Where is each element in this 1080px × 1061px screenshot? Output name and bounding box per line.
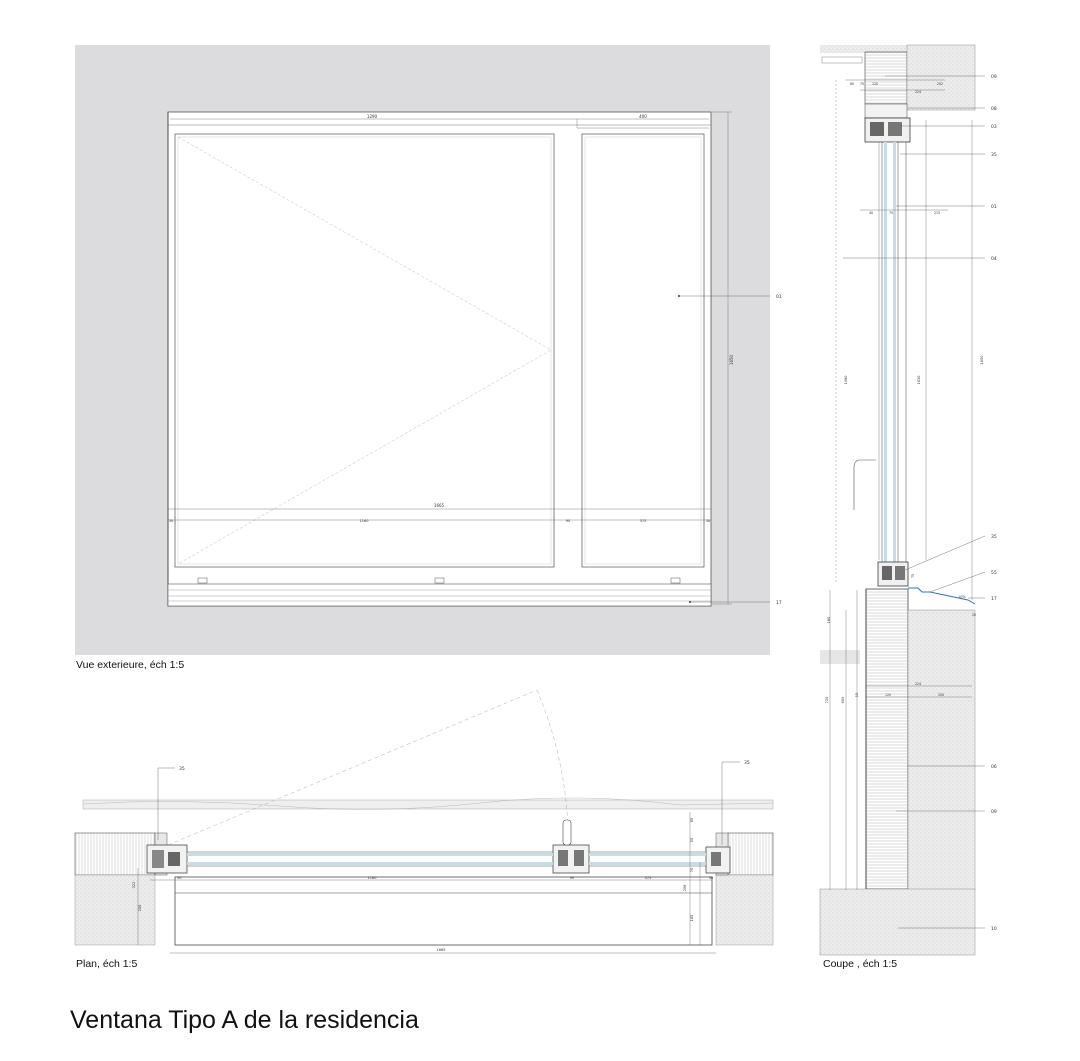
plan-dim-depth-b: 50 <box>690 838 694 842</box>
section-v-a: 720 <box>825 697 829 704</box>
section-tag-8: 17 <box>991 596 997 602</box>
dim-bottom-mid: 90 <box>566 519 570 523</box>
dim-top-width: 1290 <box>367 114 378 119</box>
page-title: Ventana Tipo A de la residencia <box>70 1006 419 1034</box>
dim-top-right: 400 <box>639 114 647 119</box>
section-tag-10: 09 <box>991 809 997 815</box>
section-low-c: 200 <box>938 693 944 697</box>
plan-dim-right-edge: 30 <box>709 876 713 880</box>
section-mid-b: 75 <box>889 211 893 215</box>
section-view: 1490 1630 1650 720 600 15 180 60 75 120 … <box>819 44 997 956</box>
section-sill-b: 20 <box>972 613 976 617</box>
section-tag-4: 01 <box>991 204 997 210</box>
plan-caption: Plan, éch 1:5 <box>76 958 138 970</box>
tag-glass: 01 <box>776 294 782 300</box>
section-handle <box>853 459 876 510</box>
plan-dim-left: 1160 <box>368 876 377 880</box>
section-tag-6: 35 <box>991 534 997 540</box>
section-mid-c: 215 <box>934 211 940 215</box>
dim-bottom-right-edge: 30 <box>706 519 710 523</box>
plan-dim-depth-e: 185 <box>690 915 694 922</box>
section-lintel <box>864 51 908 105</box>
section-tag-0: 09 <box>991 74 997 80</box>
plan-tag-right: 35 <box>744 760 750 766</box>
plan-left-wall <box>74 832 156 876</box>
plan-dim-left-v1: 322 <box>132 882 136 889</box>
section-h-inner: 1630 <box>917 376 921 385</box>
section-tag-11: 10 <box>991 926 997 932</box>
swing-arc <box>167 689 538 846</box>
elevation-view: 1290 400 1650 1665 30 1160 90 375 30 01 <box>75 45 782 655</box>
section-lower-wall <box>865 588 909 890</box>
plan-dim-depth-d: 206 <box>683 885 687 892</box>
section-head-e: 224 <box>915 90 921 94</box>
plan-dim-left-frame: 50 <box>177 876 181 880</box>
section-glazing <box>884 142 887 562</box>
section-tag-3: 35 <box>991 152 997 158</box>
plan-dim-left-v2: 206 <box>138 905 142 912</box>
section-mid-a: 40 <box>869 211 873 215</box>
plan-glazing-left <box>187 853 553 856</box>
elevation-caption: Vue exterieure, éch 1:5 <box>76 659 185 671</box>
plan-dim-depth-c: 70 <box>690 868 694 872</box>
dim-height: 1650 <box>729 354 734 365</box>
section-head-a: 60 <box>850 82 854 86</box>
section-sill-flashing <box>908 587 976 605</box>
section-head-c: 120 <box>872 82 878 86</box>
plan-right-wall <box>727 832 774 876</box>
plan-view: 50 1160 90 375 30 1665 60 50 70 206 185 … <box>74 689 774 954</box>
section-tag-7: 55 <box>991 570 997 576</box>
dim-bottom-total: 1665 <box>434 503 445 508</box>
left-sash <box>174 133 555 568</box>
plan-dim-total: 1665 <box>437 948 446 952</box>
section-v-c: 15 <box>855 693 859 697</box>
section-caption: Coupe , éch 1:5 <box>823 958 898 970</box>
opening-indicator <box>177 136 552 565</box>
section-h-glass: 1490 <box>844 376 848 385</box>
section-sill-pct: 10% <box>958 595 966 599</box>
section-v-b: 600 <box>841 697 845 704</box>
section-tag-9: 06 <box>991 764 997 770</box>
section-tag-1: 08 <box>991 106 997 112</box>
section-low-a: 224 <box>915 682 921 686</box>
section-sill-a: 75 <box>911 574 915 578</box>
sill <box>167 583 712 607</box>
section-head-b: 75 <box>860 82 864 86</box>
section-tag-2: 03 <box>991 124 997 130</box>
dim-bottom-left: 1160 <box>360 519 369 523</box>
plan-tag-left: 35 <box>179 766 185 772</box>
plan-dim-depth-a: 60 <box>690 818 694 822</box>
section-tag-5: 04 <box>991 256 997 262</box>
plan-dim-mid: 90 <box>570 876 574 880</box>
section-v-d: 180 <box>827 617 831 624</box>
section-head-d: 202 <box>937 82 943 86</box>
plan-interior-reveal <box>174 876 713 946</box>
tag-sill: 17 <box>776 600 782 606</box>
right-sash <box>581 133 705 568</box>
dim-bottom-right: 375 <box>640 519 647 523</box>
plan-dim-right: 375 <box>645 876 652 880</box>
section-h-total: 1650 <box>980 356 984 365</box>
section-low-b: 120 <box>885 693 891 697</box>
dim-bottom-left-edge: 30 <box>169 519 173 523</box>
